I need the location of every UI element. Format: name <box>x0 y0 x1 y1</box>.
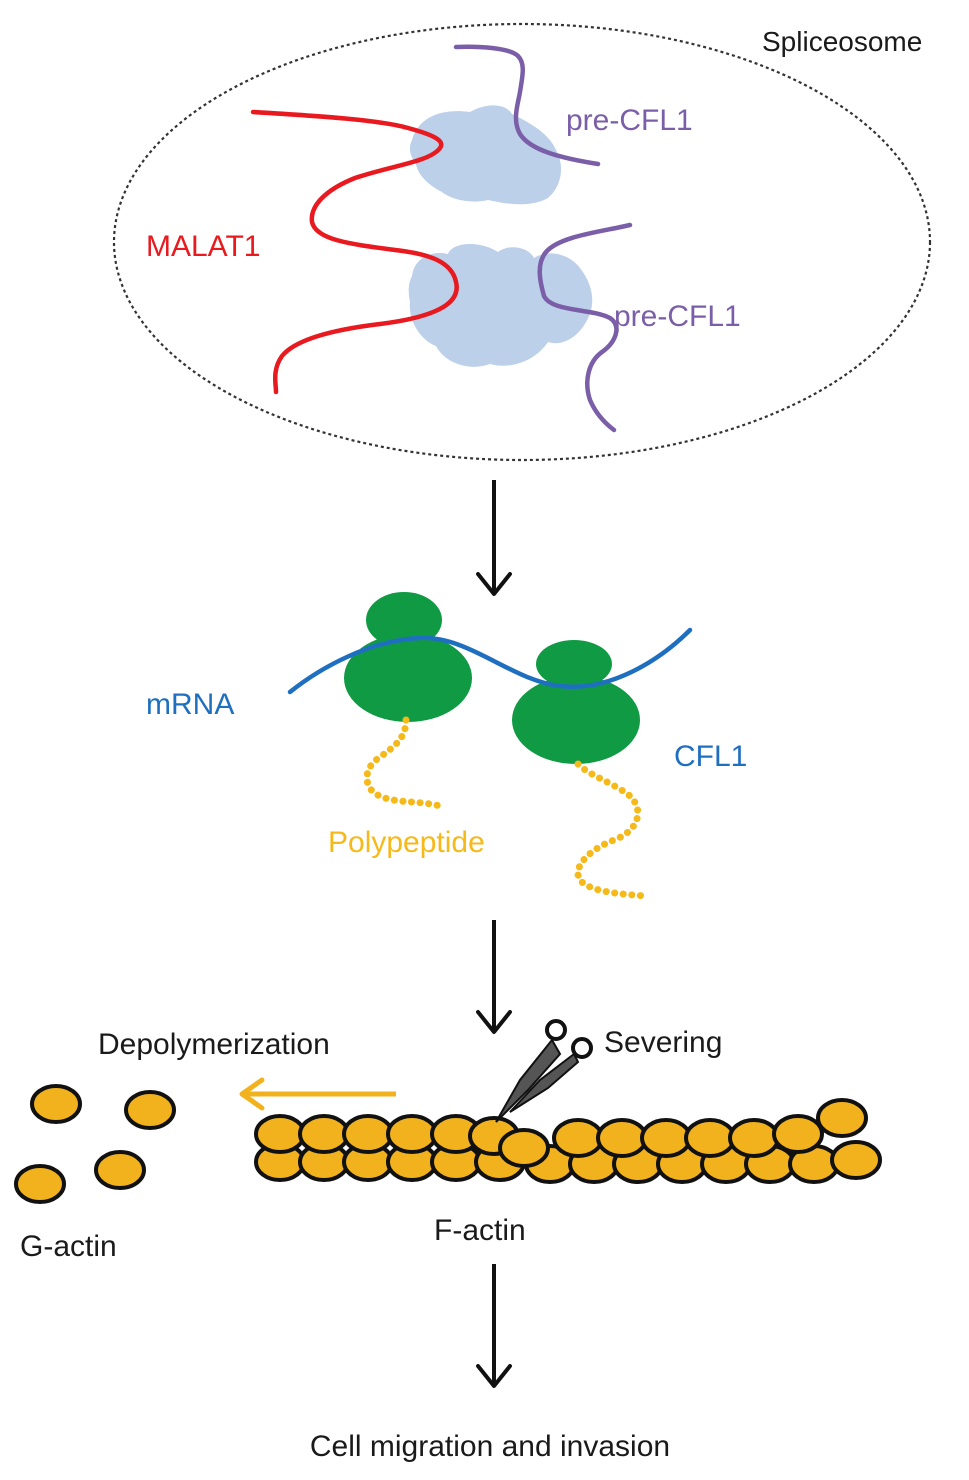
depolymerization-arrow <box>239 1077 396 1111</box>
pre-cfl1-label-top: pre-CFL1 <box>566 104 693 137</box>
f-actin-subunit <box>254 1114 306 1154</box>
spliceosome-label: Spliceosome <box>762 26 922 57</box>
f-actin-subunit <box>386 1114 438 1154</box>
arrow-splicing-to-translation <box>476 480 512 596</box>
g-actin-monomer <box>14 1164 66 1204</box>
scissors-icon <box>495 1019 593 1123</box>
f-actin-subunit <box>772 1114 824 1154</box>
f-actin-subunit <box>498 1128 550 1168</box>
arrow-actin-to-outcome <box>476 1264 512 1388</box>
f-actin-subunit <box>342 1114 394 1154</box>
f-actin-subunit <box>684 1118 736 1158</box>
ribosome-2-large-subunit <box>512 676 640 764</box>
f-actin-subunit <box>552 1118 604 1158</box>
actin-section: Depolymerization Severing G-actin <box>14 1019 882 1263</box>
g-actin-monomer <box>94 1150 146 1190</box>
malat1-strand <box>250 109 459 395</box>
polypeptide-label: Polypeptide <box>328 826 485 859</box>
ribosome-2-small-subunit <box>536 640 612 688</box>
f-actin-subunit <box>640 1118 692 1158</box>
f-actin-subunit <box>596 1118 648 1158</box>
cfl1-label: CFL1 <box>674 740 747 773</box>
depolymerization-label: Depolymerization <box>98 1028 330 1061</box>
pre-cfl1-label-bottom: pre-CFL1 <box>614 300 741 333</box>
pre-cfl1-strand-top <box>453 44 601 167</box>
polypeptide-chain-1 <box>363 716 444 810</box>
ribosome-1-small-subunit <box>366 592 442 648</box>
g-actin-monomer <box>30 1084 82 1124</box>
spliceosome-boundary <box>112 22 932 462</box>
spliceosome-section: Spliceosome MALAT1 pre-CFL1 pre-CFL1 <box>112 22 932 462</box>
spliceosome-blob-top <box>409 105 562 205</box>
g-actin-monomers <box>14 1084 176 1204</box>
f-actin-subunit <box>728 1118 780 1158</box>
mrna-label: mRNA <box>146 688 234 721</box>
ribosome-1-large-subunit <box>344 634 472 722</box>
g-actin-monomer <box>124 1090 176 1130</box>
f-actin-subunit <box>816 1098 868 1138</box>
polypeptide-chain-2 <box>574 760 650 900</box>
f-actin-subunit <box>298 1114 350 1154</box>
f-actin-label: F-actin <box>434 1214 526 1247</box>
arrow-translation-to-actin <box>476 920 512 1034</box>
pre-cfl1-strand-bottom <box>537 222 633 433</box>
f-actin-subunit <box>830 1140 882 1180</box>
translation-section: mRNA CFL1 Polypeptide <box>146 592 747 900</box>
severing-label: Severing <box>604 1026 722 1059</box>
g-actin-label: G-actin <box>20 1230 117 1263</box>
malat1-label: MALAT1 <box>146 230 260 263</box>
mrna-strand <box>287 627 693 695</box>
outcome-label: Cell migration and invasion <box>310 1430 670 1463</box>
f-actin-filament <box>254 1098 882 1184</box>
